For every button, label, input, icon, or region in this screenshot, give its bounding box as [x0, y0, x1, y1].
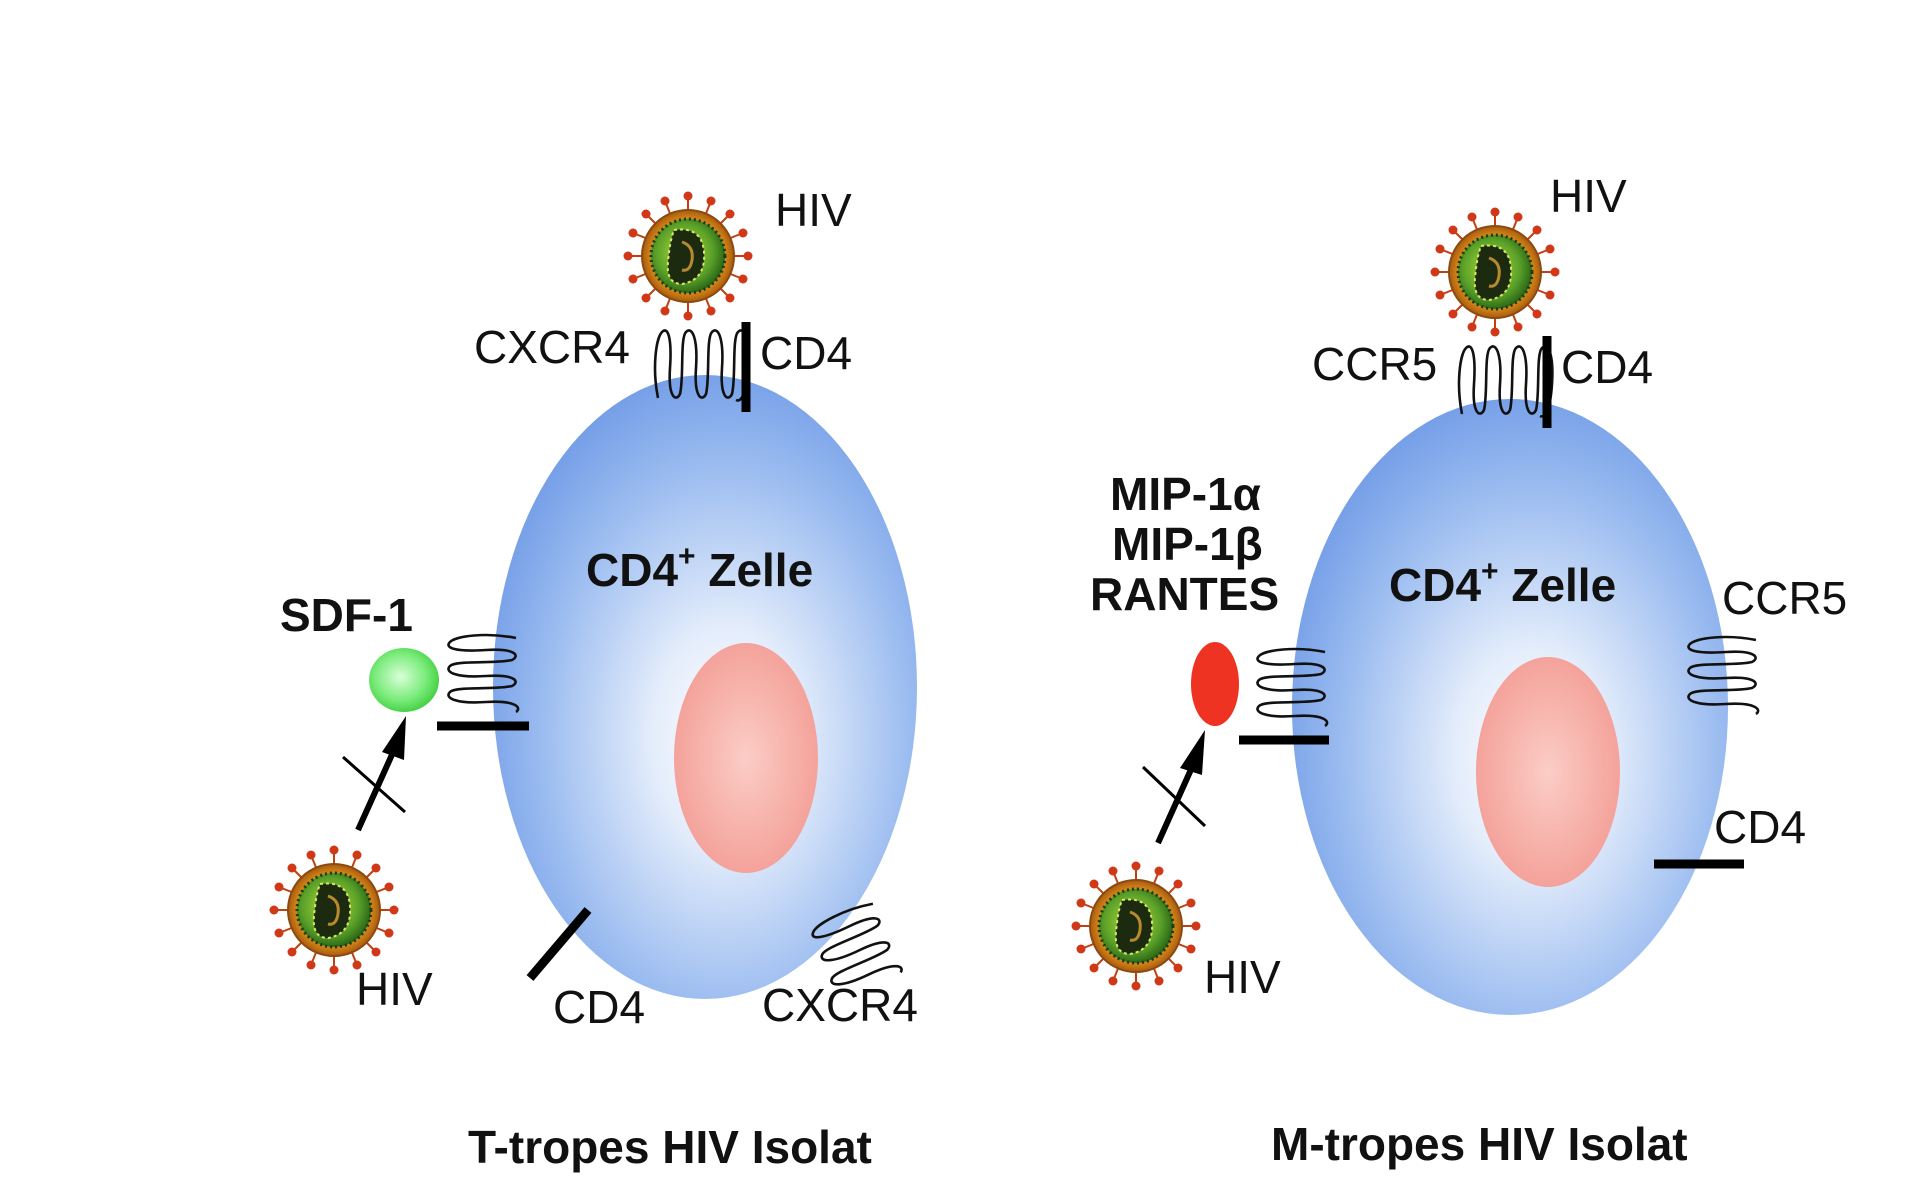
right-top-hiv-virion-icon: [1429, 206, 1561, 338]
right-top-hiv-label: HIV: [1550, 170, 1627, 222]
sdf1-label: SDF-1: [280, 589, 413, 641]
right-blocked-arrow: [1155, 763, 1196, 845]
sdf1-ligand: [369, 648, 439, 712]
chemokine-ligand: [1191, 642, 1239, 726]
left-block-cross: [342, 755, 406, 814]
left-panel: CD4+ Zelle HIV CXCR4 CD4 SDF-1 HIV CD4 C…: [268, 184, 918, 1173]
left-bottom-cxcr4-label: CXCR4: [762, 979, 918, 1031]
left-free-hiv-virion-icon: [268, 844, 400, 976]
right-free-hiv-label: HIV: [1204, 951, 1281, 1003]
mip1a-label: MIP-1α: [1110, 468, 1261, 520]
right-nucleus: [1476, 657, 1620, 887]
left-top-cxcr4-label: CXCR4: [474, 321, 630, 373]
left-bottom-cd4-label: CD4: [553, 981, 645, 1033]
right-side-ccr5-label: CCR5: [1722, 572, 1847, 624]
rantes-label: RANTES: [1090, 568, 1279, 620]
left-free-hiv-label: HIV: [356, 963, 433, 1015]
left-top-cd4-label: CD4: [760, 327, 852, 379]
left-caption: T-tropes HIV Isolat: [468, 1121, 872, 1173]
right-top-cd4-label: CD4: [1561, 341, 1653, 393]
left-arrow-head: [382, 716, 406, 760]
right-top-ccr5-label: CCR5: [1312, 338, 1437, 390]
right-arrow-head: [1180, 730, 1205, 775]
left-nucleus: [674, 643, 818, 873]
left-bottom-cd4-bar: [526, 907, 592, 981]
right-panel: CD4+ Zelle HIV CCR5 CD4 MIP-1α MIP-1β RA…: [1070, 170, 1847, 1170]
right-block-cross: [1141, 765, 1207, 828]
mip1b-label: MIP-1β: [1112, 518, 1263, 570]
left-blocked-arrow: [355, 746, 398, 832]
right-free-hiv-virion-icon: [1070, 860, 1202, 992]
left-cell-label: CD4+ Zelle: [586, 540, 813, 596]
left-top-hiv-virion-icon: [622, 190, 754, 322]
left-top-hiv-label: HIV: [775, 184, 852, 236]
right-side-cd4-label: CD4: [1714, 801, 1806, 853]
right-cell-label: CD4+ Zelle: [1389, 555, 1616, 611]
right-caption: M-tropes HIV Isolat: [1271, 1118, 1688, 1170]
